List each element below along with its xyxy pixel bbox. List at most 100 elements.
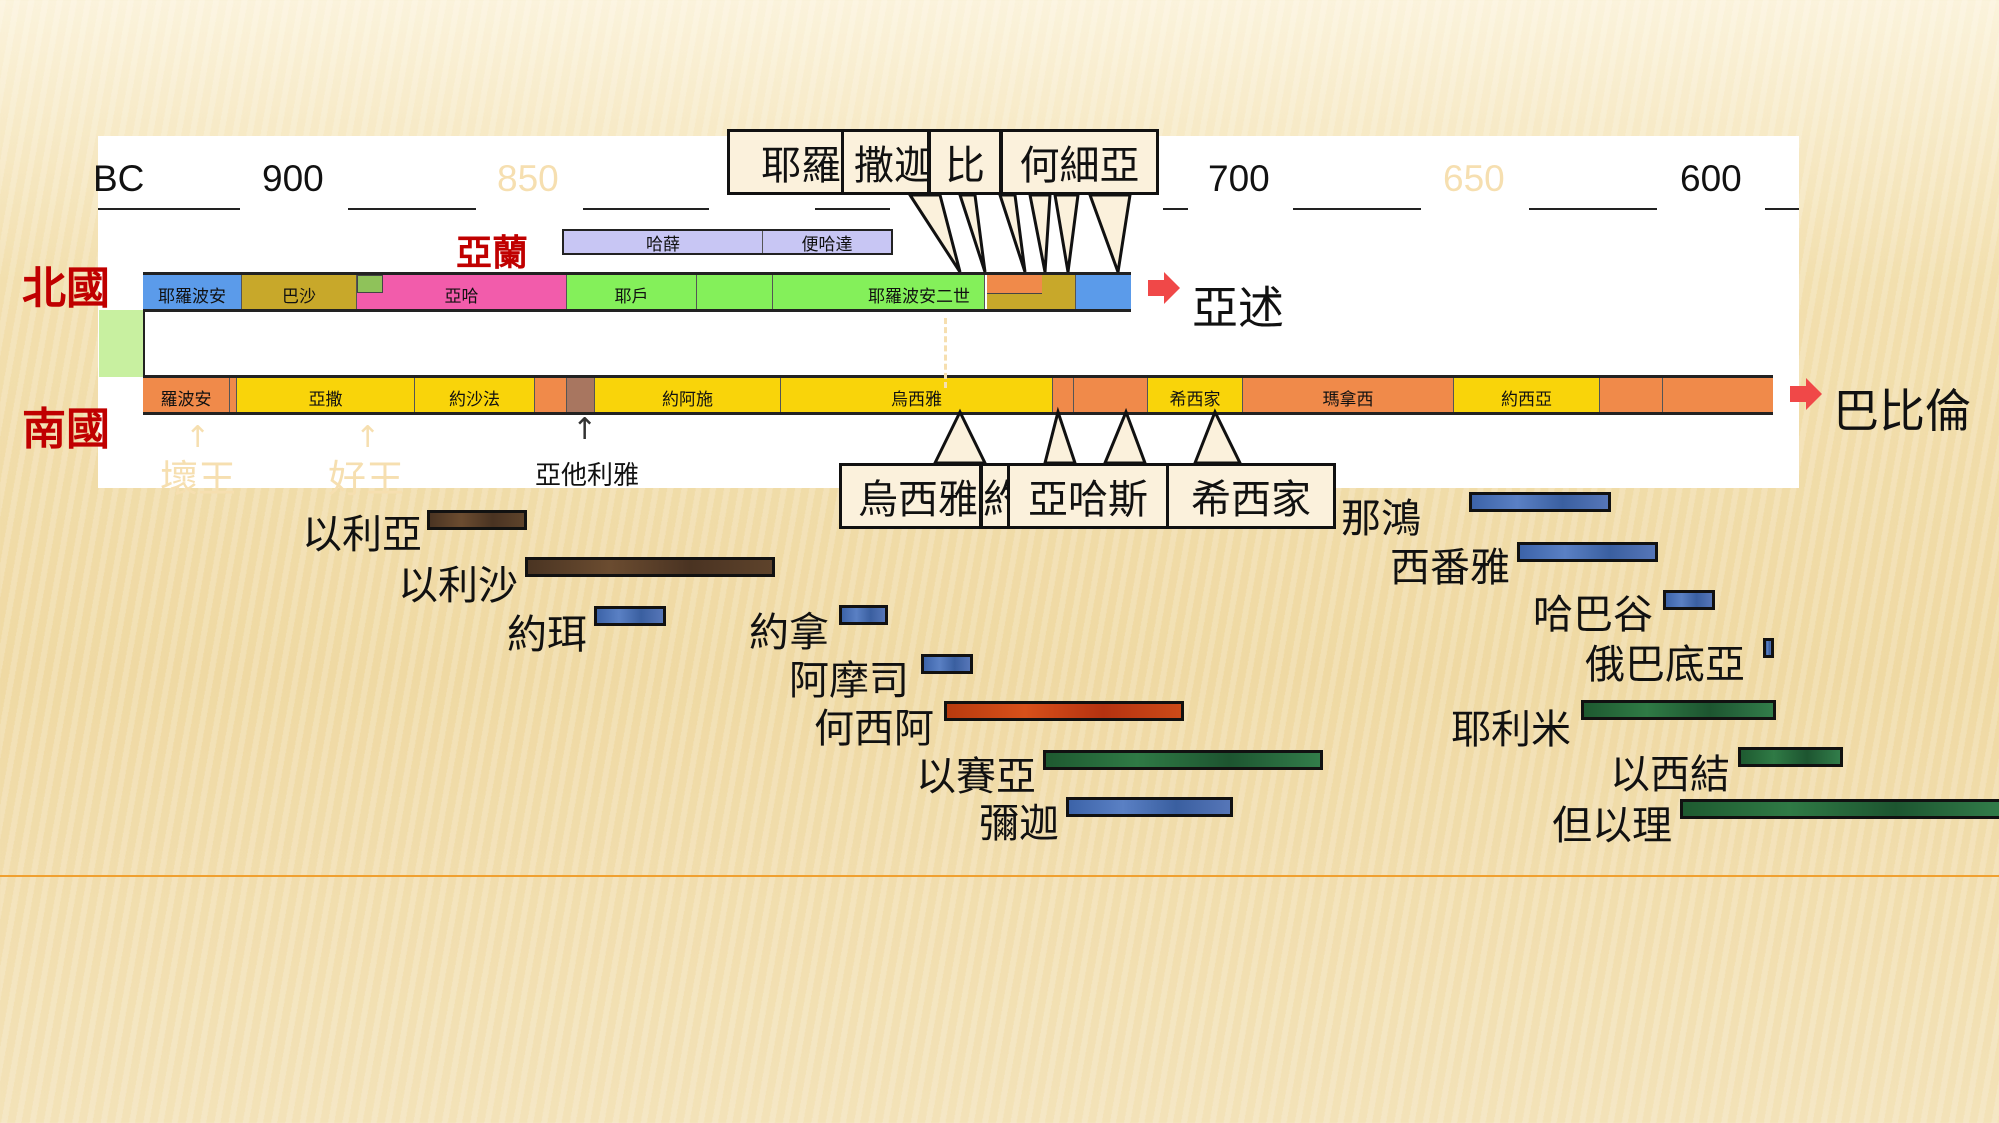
athaliah-reign — [567, 378, 595, 412]
callout-box: 希西家 — [1166, 463, 1336, 529]
aram-label: 亞蘭 — [456, 233, 529, 274]
callout-box: 亞哈斯 — [1007, 463, 1169, 529]
prophet-label: 約拿 — [749, 610, 829, 656]
year-label: BC — [93, 158, 145, 199]
north-kingdom-bar: 耶羅波安 巴沙 亞哈 耶戶 耶羅波安二世 — [143, 272, 1131, 312]
pre-division-block — [99, 310, 143, 377]
good-king-note: 好王 — [328, 457, 405, 501]
north-reign — [987, 275, 1042, 294]
prophet-label: 俄巴底亞 — [1585, 642, 1745, 688]
callout-box: 何細亞 — [1000, 129, 1159, 195]
prophet-bar — [1738, 747, 1843, 767]
athaliah-note: 亞他利雅 — [535, 461, 640, 491]
south-reign — [1663, 378, 1773, 412]
axis-line — [1529, 208, 1657, 210]
south-king: 約西亞 — [1454, 378, 1600, 412]
prophet-label: 以西結 — [1610, 752, 1730, 798]
callout-box: 比 — [928, 129, 1002, 195]
south-king: 瑪拿西 — [1243, 378, 1454, 412]
north-king: 亞哈 — [357, 275, 567, 309]
aram-bar: 哈薛 便哈達 — [562, 229, 893, 255]
year-label: 600 — [1680, 158, 1742, 199]
prophet-label: 何西阿 — [814, 706, 934, 752]
prophet-bar — [1517, 542, 1658, 562]
axis-line — [1293, 208, 1421, 210]
up-arrow-icon: ↑ — [185, 420, 211, 455]
south-reign — [1053, 378, 1074, 412]
prophet-bar — [1043, 750, 1323, 770]
divider — [143, 310, 145, 377]
year-label: 850 — [497, 158, 559, 199]
south-king: 亞撒 — [237, 378, 415, 412]
aram-king: 便哈達 — [801, 234, 853, 255]
bad-king-note: 壞王 — [160, 457, 237, 501]
north-king: 耶戶 — [567, 275, 697, 309]
prophet-bar — [1663, 590, 1715, 610]
assyria-label: 亞述 — [1192, 281, 1284, 335]
axis-line — [348, 208, 476, 210]
prophet-bar — [921, 654, 973, 674]
north-king: 巴沙 — [242, 275, 357, 309]
south-king: 羅波安 — [143, 378, 230, 412]
prophet-label: 耶利米 — [1451, 707, 1571, 753]
aram-king: 哈薛 — [564, 231, 763, 255]
prophet-bar — [1469, 492, 1611, 512]
north-reign — [697, 275, 773, 309]
callout-box: 撒迦 — [841, 129, 930, 195]
arrow-head — [1806, 378, 1822, 410]
babylon-label: 巴比倫 — [1833, 384, 1971, 438]
prophet-label: 以利亞 — [302, 512, 422, 558]
up-arrow-icon: ↑ — [572, 412, 598, 447]
north-king: 耶羅波安 — [143, 275, 242, 309]
south-king: 希西家 — [1148, 378, 1243, 412]
prophet-bar — [1066, 797, 1233, 817]
prophet-label: 但以理 — [1552, 803, 1672, 849]
north-king: 耶羅波安二世 — [773, 275, 985, 309]
south-reign — [535, 378, 567, 412]
axis-line — [815, 208, 890, 210]
callout-box: 約 — [980, 463, 1010, 529]
south-reign — [1074, 378, 1148, 412]
south-king: 烏西雅 — [781, 378, 1053, 412]
prophet-bar — [1680, 799, 1999, 819]
prophet-label: 西番雅 — [1390, 545, 1510, 591]
north-small-reign — [357, 275, 383, 293]
divider-line — [0, 875, 1999, 877]
north-kingdom-label: 北國 — [22, 263, 110, 314]
arrow-right-icon — [1148, 280, 1164, 296]
axis-line — [1163, 208, 1188, 210]
south-reign — [1600, 378, 1663, 412]
year-label: 700 — [1208, 158, 1270, 199]
axis-line — [1765, 208, 1799, 210]
prophet-bar — [525, 557, 775, 577]
prophet-bar — [427, 510, 527, 530]
south-kingdom-label: 南國 — [22, 404, 110, 455]
prophet-label: 那鴻 — [1341, 496, 1421, 542]
south-king: 約阿施 — [595, 378, 781, 412]
south-king: 約沙法 — [415, 378, 535, 412]
year-label: 900 — [262, 158, 324, 199]
north-reign — [1076, 275, 1131, 309]
prophet-label: 以利沙 — [398, 563, 518, 609]
prophet-label: 以賽亞 — [916, 754, 1036, 800]
up-arrow-icon: ↑ — [355, 420, 381, 455]
prophet-label: 彌迦 — [979, 801, 1059, 847]
south-reign — [230, 378, 237, 412]
prophet-bar — [944, 701, 1184, 721]
arrow-right-icon — [1790, 386, 1806, 402]
axis-line — [98, 208, 240, 210]
prophet-bar — [594, 606, 666, 626]
year-label: 650 — [1443, 158, 1505, 199]
axis-line — [583, 208, 709, 210]
prophet-bar — [1763, 638, 1774, 658]
callout-box: 耶羅 — [727, 129, 844, 195]
prophet-bar — [1581, 700, 1776, 720]
dashed-link — [944, 318, 947, 388]
prophet-label: 阿摩司 — [789, 658, 909, 704]
prophet-label: 約珥 — [507, 612, 587, 658]
prophet-bar — [839, 605, 888, 625]
prophet-label: 哈巴谷 — [1533, 592, 1653, 638]
arrow-head — [1164, 272, 1180, 304]
south-kingdom-bar: 羅波安 亞撒 約沙法 約阿施 烏西雅 希西家 瑪拿西 約西亞 — [143, 375, 1773, 415]
